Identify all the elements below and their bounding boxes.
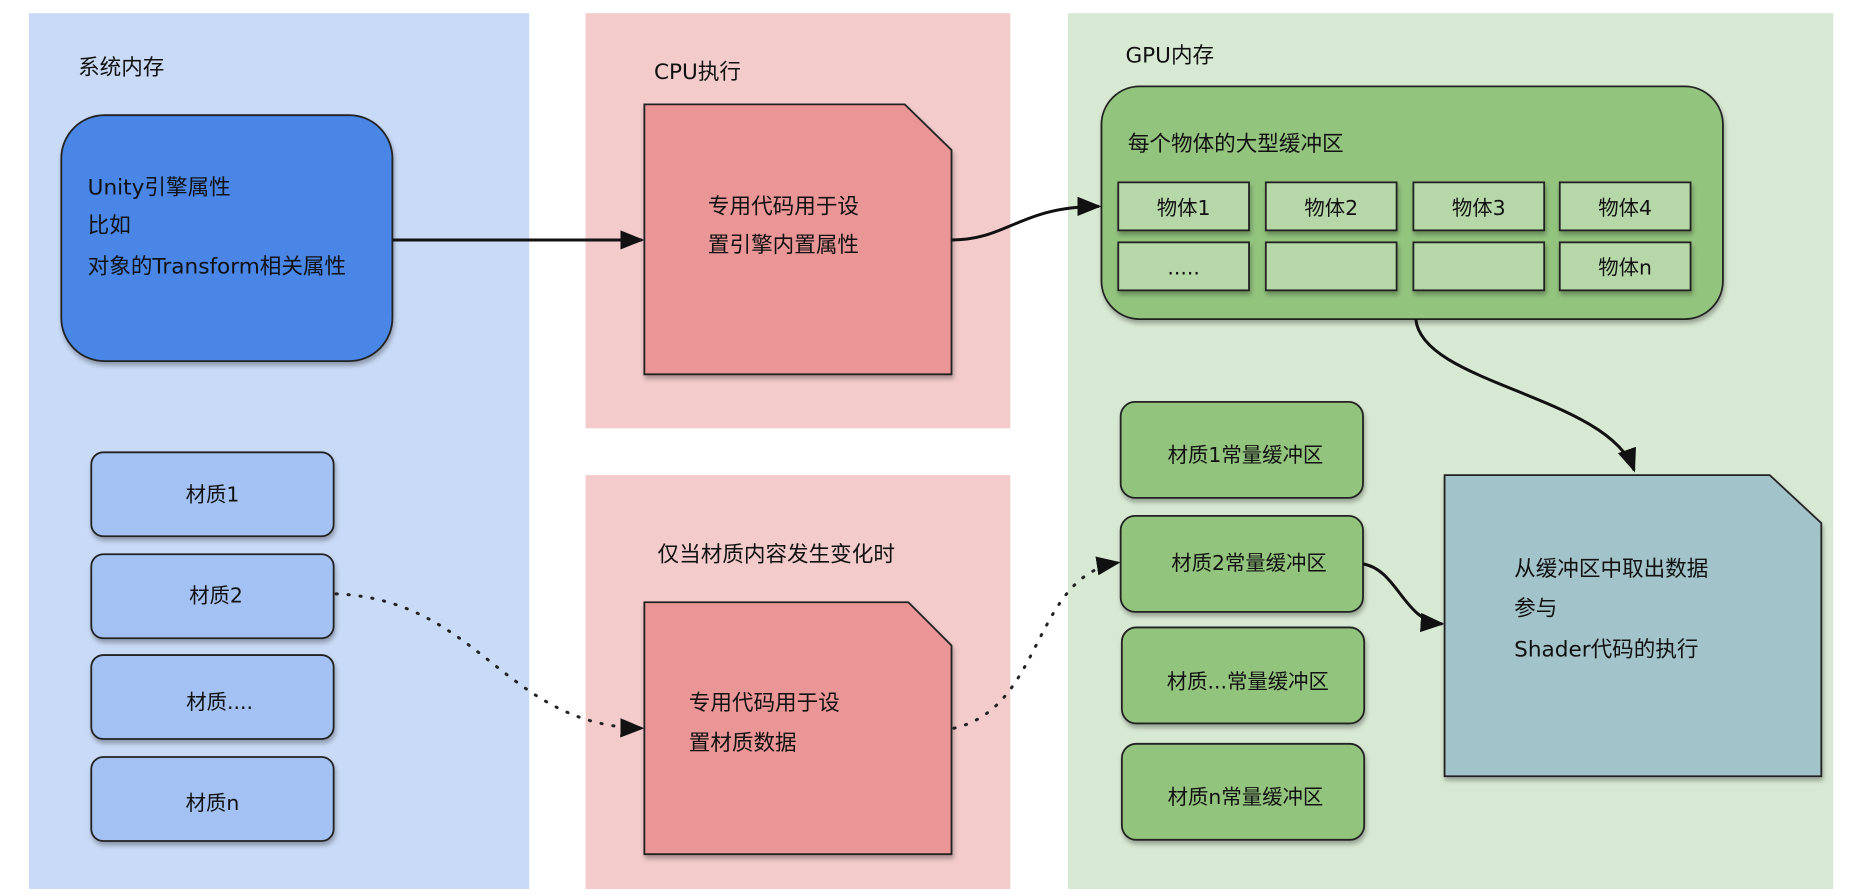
svg-text:材质2常量缓冲区: 材质2常量缓冲区 xyxy=(1171,551,1327,575)
svg-text:材质1: 材质1 xyxy=(186,482,240,506)
svg-text:物体4: 物体4 xyxy=(1598,196,1652,220)
material-buffer-item: 材质n常量缓冲区 xyxy=(1120,742,1366,841)
cpu-title: CPU执行 xyxy=(654,60,741,85)
object-cell: 物体3 xyxy=(1412,181,1546,232)
cpu-material-title: 仅当材质内容发生变化时 xyxy=(658,542,895,567)
object-cell: 物体1 xyxy=(1117,181,1250,232)
arrow-object-buffer-to-shader xyxy=(1414,318,1636,473)
arrow-material-buffer-to-shader xyxy=(1362,562,1445,633)
material-item: 材质1 xyxy=(90,451,335,538)
object-cell: ..... xyxy=(1117,241,1250,292)
svg-text:物体n: 物体n xyxy=(1598,256,1652,280)
object-cell: 物体2 xyxy=(1264,181,1398,232)
unity-properties-box: Unity引擎属性 比如 对象的Transform相关属性 xyxy=(60,114,394,363)
material-buffer-item: 材质...常量缓冲区 xyxy=(1120,626,1366,725)
svg-text:Shader代码的执行: Shader代码的执行 xyxy=(1514,637,1698,662)
material-list: 材质1 材质2 材质.... 材质n xyxy=(90,451,335,842)
arrow-cpu-to-object-buffer xyxy=(951,196,1102,242)
material-buffer-item: 材质1常量缓冲区 xyxy=(1119,401,1364,499)
unity-line-2: 比如 xyxy=(88,214,131,239)
system-memory-title: 系统内存 xyxy=(78,55,164,80)
svg-text:材质2: 材质2 xyxy=(189,583,243,607)
svg-text:置材质数据: 置材质数据 xyxy=(689,731,797,756)
material-item: 材质.... xyxy=(90,654,335,740)
shader-execution-box: 从缓冲区中取出数据 参与 Shader代码的执行 xyxy=(1443,474,1823,778)
svg-text:参与: 参与 xyxy=(1514,596,1557,621)
svg-text:专用代码用于设: 专用代码用于设 xyxy=(708,195,859,220)
svg-text:材质n常量缓冲区: 材质n常量缓冲区 xyxy=(1168,785,1324,809)
material-item: 材质n xyxy=(90,756,335,842)
svg-text:从缓冲区中取出数据: 从缓冲区中取出数据 xyxy=(1514,557,1708,582)
material-item: 材质2 xyxy=(90,553,335,640)
object-buffer: 每个物体的大型缓冲区 物体1 物体2 物体3 物体4..... 物体n xyxy=(1100,85,1724,321)
svg-text:物体3: 物体3 xyxy=(1452,196,1506,220)
arrow-material2-to-cpu xyxy=(334,592,645,738)
gpu-memory-title: GPU内存 xyxy=(1125,43,1214,68)
svg-text:物体2: 物体2 xyxy=(1304,196,1358,220)
svg-text:.....: ..... xyxy=(1167,256,1199,280)
svg-text:材质n: 材质n xyxy=(186,791,240,815)
svg-text:材质1常量缓冲区: 材质1常量缓冲区 xyxy=(1168,443,1324,467)
cpu-material-code-box: 专用代码用于设 置材质数据 xyxy=(643,601,953,856)
material-constant-buffers: 材质1常量缓冲区 材质2常量缓冲区 材质...常量缓冲区 材质n常量缓冲区 xyxy=(1119,401,1366,841)
object-buffer-title: 每个物体的大型缓冲区 xyxy=(1128,132,1344,157)
svg-text:材质...常量缓冲区: 材质...常量缓冲区 xyxy=(1167,670,1329,694)
object-cell xyxy=(1412,241,1546,292)
object-cell xyxy=(1264,241,1398,292)
object-cell: 物体n xyxy=(1558,241,1692,292)
unity-line-3: 对象的Transform相关属性 xyxy=(88,255,346,280)
svg-text:物体1: 物体1 xyxy=(1157,196,1211,220)
material-buffer-item: 材质2常量缓冲区 xyxy=(1119,514,1364,613)
unity-line-1: Unity引擎属性 xyxy=(88,175,231,200)
svg-text:置引擎内置属性: 置引擎内置属性 xyxy=(708,233,859,258)
svg-text:材质....: 材质.... xyxy=(186,690,253,714)
object-cell: 物体4 xyxy=(1558,181,1692,232)
svg-text:专用代码用于设: 专用代码用于设 xyxy=(689,691,840,716)
cpu-engine-code-box: 专用代码用于设 置引擎内置属性 xyxy=(643,103,953,376)
